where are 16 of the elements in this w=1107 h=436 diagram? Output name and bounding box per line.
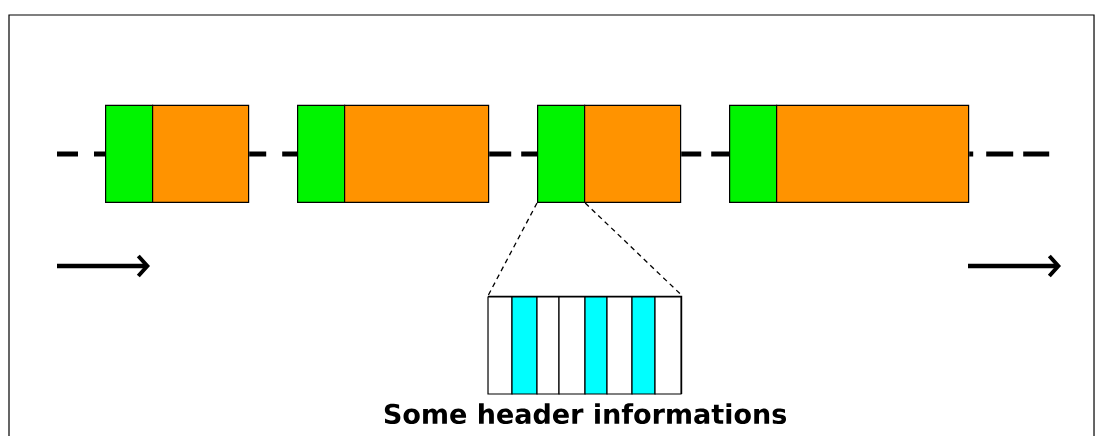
payload-block (152, 104, 250, 203)
connecting-line (681, 151, 729, 157)
connecting-line (489, 151, 537, 157)
header-block (537, 104, 586, 203)
node-label: Some header informations (384, 403, 786, 425)
header-block (297, 104, 346, 203)
header-block (729, 104, 778, 203)
zoom-line (584, 202, 683, 297)
payload-block (344, 104, 490, 203)
connecting-line (249, 151, 297, 157)
zoom-line (487, 202, 538, 297)
header-block (105, 104, 154, 203)
payload-block (776, 104, 970, 203)
connecting-line (57, 151, 105, 157)
connecting-line (969, 151, 1051, 157)
payload-block (584, 104, 682, 203)
